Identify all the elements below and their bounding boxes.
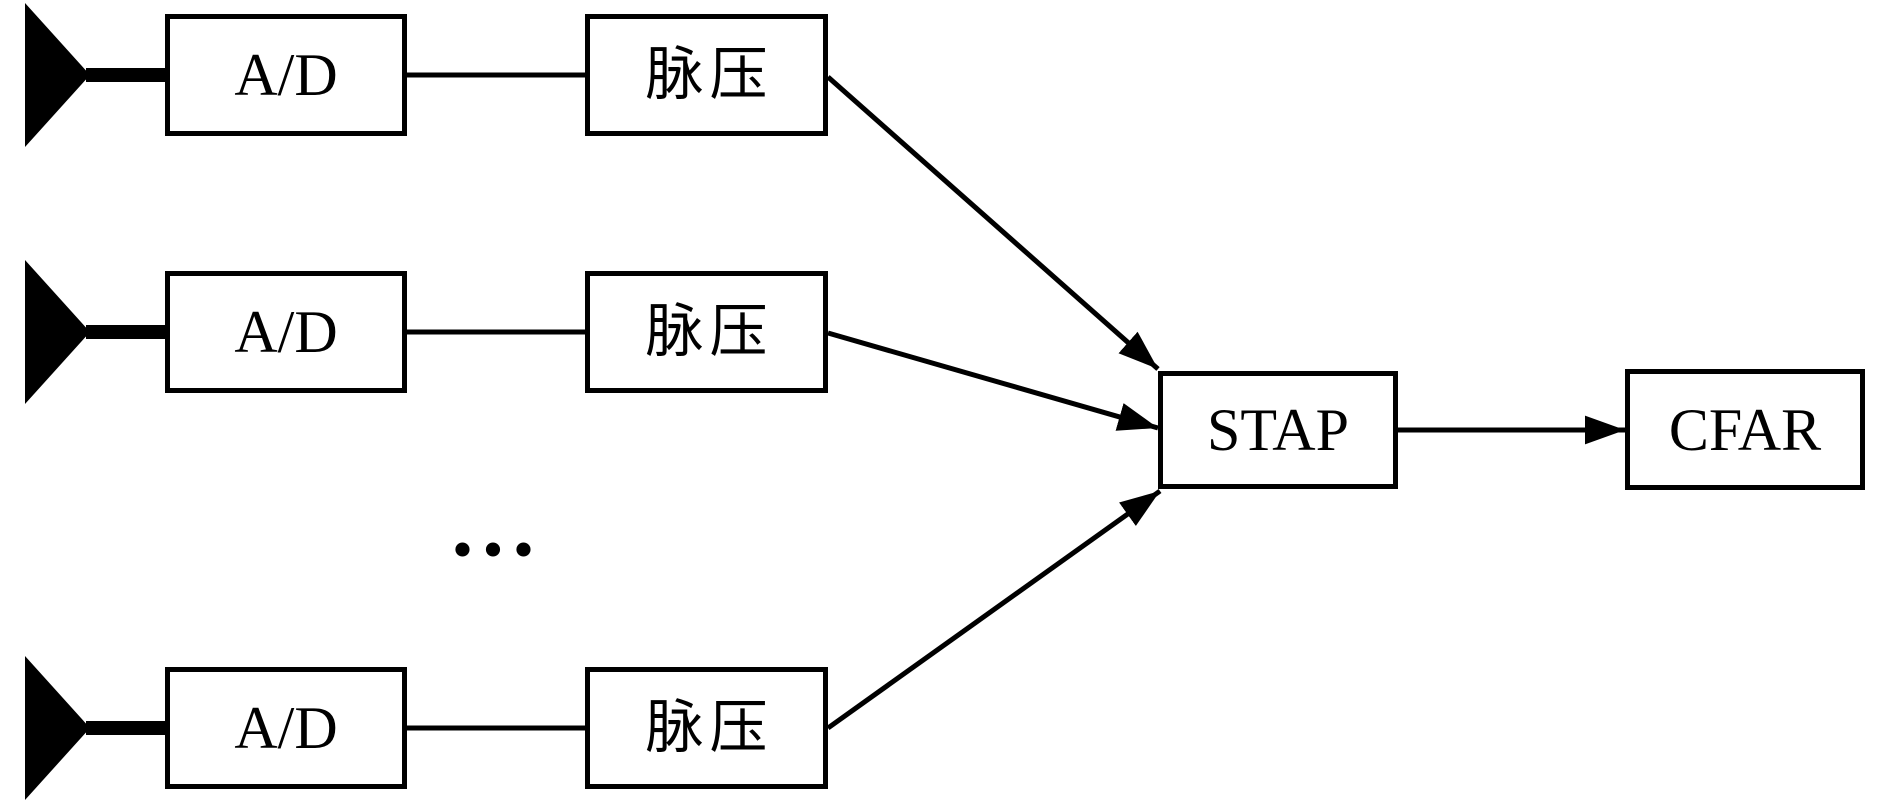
adc-box: A/D bbox=[165, 667, 407, 789]
antenna-icon bbox=[25, 656, 90, 800]
pulse-compression-label: 脉压 bbox=[645, 42, 774, 107]
channels-ellipsis: ··· bbox=[449, 505, 541, 594]
adc-label: A/D bbox=[234, 299, 338, 365]
pulse-compression-box: 脉压 bbox=[585, 271, 828, 393]
pulse-compression-label: 脉压 bbox=[645, 299, 774, 364]
pulse-compression-label: 脉压 bbox=[645, 695, 774, 760]
arrow-pc-to-stap bbox=[826, 488, 1162, 731]
stap-box: STAP bbox=[1158, 371, 1398, 489]
arrow-pc-to-stap bbox=[827, 330, 1159, 431]
adc-label: A/D bbox=[234, 42, 338, 108]
adc-box: A/D bbox=[165, 271, 407, 393]
pulse-compression-box: 脉压 bbox=[585, 667, 828, 789]
cfar-label: CFAR bbox=[1668, 396, 1822, 463]
cfar-box: CFAR bbox=[1625, 369, 1865, 490]
pulse-compression-box: 脉压 bbox=[585, 14, 828, 136]
arrow-pc-to-stap bbox=[826, 75, 1160, 371]
antenna-icon bbox=[25, 260, 90, 404]
antenna-icon bbox=[25, 3, 90, 147]
adc-box: A/D bbox=[165, 14, 407, 136]
stap-label: STAP bbox=[1207, 397, 1349, 463]
adc-label: A/D bbox=[234, 695, 338, 761]
